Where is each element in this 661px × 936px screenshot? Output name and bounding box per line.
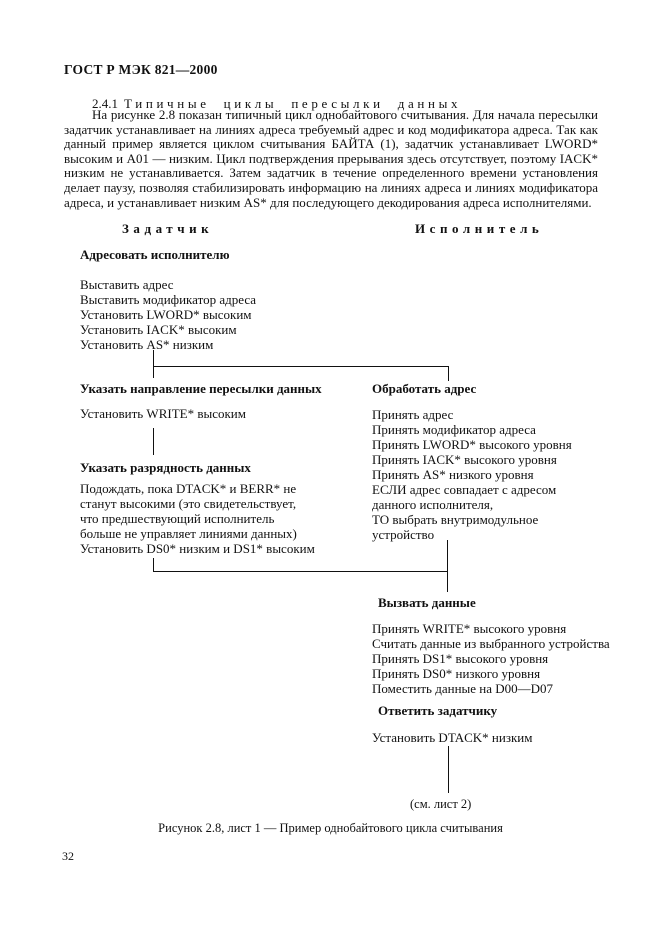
connector-line-slave-down-1: [447, 540, 448, 592]
step-line: больше не управляет линиями данных): [80, 526, 297, 541]
step-line: ЕСЛИ адрес совпадает с адресом: [372, 482, 557, 497]
master-block3-title: Указать разрядность данных: [80, 460, 251, 475]
step-line: данного исполнителя,: [372, 497, 494, 512]
step-line: Установить LWORD* высоким: [80, 307, 252, 322]
step-line: Принять IACK* высокого уровня: [372, 452, 557, 467]
connector-line-across-2: [153, 571, 448, 572]
slave-block3-title: Ответить задатчику: [378, 703, 498, 718]
diagram-master-header: Задатчик: [122, 221, 214, 236]
connector-line-master-down-1: [153, 350, 154, 378]
connector-line-across-1: [153, 366, 449, 367]
step-line: Подождать, пока DTACK* и BERR* не: [80, 481, 297, 496]
body-paragraph: На рисунке 2.8 показан типичный цикл одн…: [64, 107, 598, 210]
continuation-reference: (см. лист 2): [410, 797, 472, 811]
master-block2-steps: Установить WRITE* высоким: [80, 406, 246, 421]
page-number: 32: [62, 849, 74, 863]
connector-line-slave-down-2: [448, 746, 449, 793]
step-line: Установить AS* низким: [80, 337, 214, 352]
master-block1-steps: Выставить адрес Выставить модификатор ад…: [80, 277, 256, 352]
step-line: Считать данные из выбранного устройства: [372, 636, 610, 651]
step-line: Установить WRITE* высоким: [80, 406, 246, 421]
section-title: Типичные циклы пересылки данных: [124, 96, 462, 111]
connector-line-master-down-3: [153, 558, 154, 572]
step-line: Принять DS0* низкого уровня: [372, 666, 541, 681]
step-line: Поместить данные на D00—D07: [372, 681, 554, 696]
figure-caption: Рисунок 2.8, лист 1 — Пример однобайтово…: [158, 821, 503, 835]
diagram-slave-header: Исполнитель: [415, 221, 544, 236]
slave-block2-steps: Принять WRITE* высокого уровня Считать д…: [372, 621, 610, 696]
step-line: что предшествующий исполнитель: [80, 511, 275, 526]
slave-block2-title: Вызвать данные: [378, 595, 476, 610]
slave-block3-steps: Установить DTACK* низким: [372, 730, 532, 745]
connector-line-slave-drop-1: [448, 366, 449, 381]
slave-block1-steps: Принять адрес Принять модификатор адреса…: [372, 407, 572, 542]
step-line: ТО выбрать внутримодульное: [372, 512, 539, 527]
step-line: Выставить адрес: [80, 277, 174, 292]
step-line: Принять AS* низкого уровня: [372, 467, 534, 482]
master-block3-steps: Подождать, пока DTACK* и BERR* не станут…: [80, 481, 315, 556]
connector-line-master-down-2: [153, 428, 154, 455]
step-line: Выставить модификатор адреса: [80, 292, 257, 307]
step-line: Установить IACK* высоким: [80, 322, 237, 337]
step-line: Принять адрес: [372, 407, 454, 422]
step-line: Принять LWORD* высокого уровня: [372, 437, 572, 452]
step-line: устройство: [372, 527, 435, 542]
step-line: Принять DS1* высокого уровня: [372, 651, 549, 666]
standard-designation: ГОСТ Р МЭК 821—2000: [64, 62, 218, 77]
step-line: Установить DTACK* низким: [372, 730, 533, 745]
step-line: Установить DS0* низким и DS1* высоким: [80, 541, 315, 556]
section-number: 2.4.1: [92, 96, 118, 111]
step-line: станут высокими (это свидетельствует,: [80, 496, 297, 511]
section-heading: 2.4.1 Типичные циклы пересылки данных: [92, 96, 461, 112]
slave-block1-title: Обработать адрес: [372, 381, 477, 396]
step-line: Принять WRITE* высокого уровня: [372, 621, 567, 636]
step-line: Принять модификатор адреса: [372, 422, 536, 437]
master-block2-title: Указать направление пересылки данных: [80, 381, 322, 396]
master-block1-title: Адресовать исполнителю: [80, 247, 230, 262]
